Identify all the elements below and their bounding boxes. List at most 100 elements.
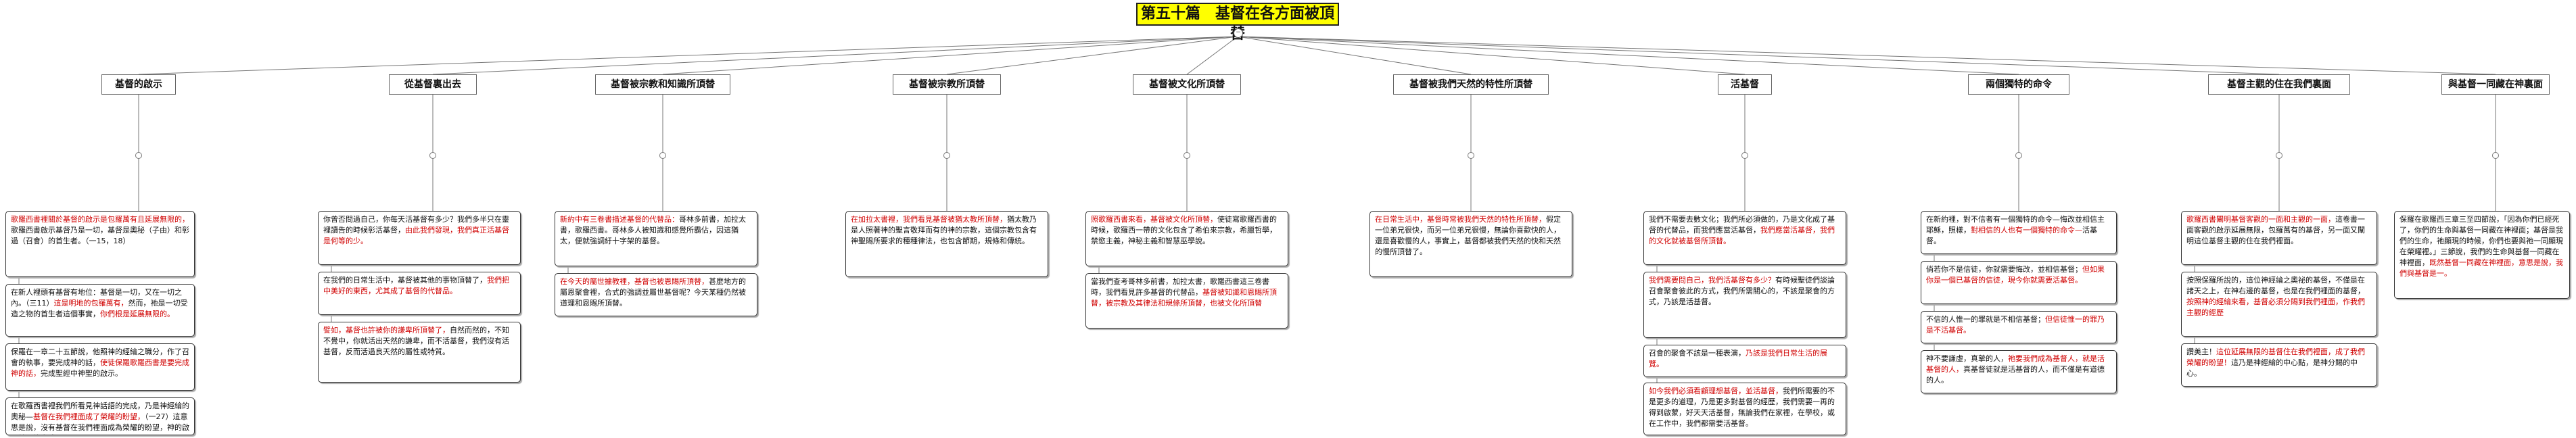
topic-live-christ[interactable]: 活基督 bbox=[1718, 74, 1772, 95]
body-text: 猶太教乃是人照著神的聖言敬拜而有的神的宗教，這個宗教包含有神聖賜所要求的種種律法… bbox=[851, 215, 1037, 245]
branch-junction-dot[interactable] bbox=[429, 152, 436, 159]
highlighted-text: 我們需要問自己，我們活基督有多少？ bbox=[1649, 276, 1775, 285]
note-card[interactable]: 在新人裡頭有基督有地位：基督是一切，又在一切之內。（三11）這是明地的包羅萬有，… bbox=[5, 284, 195, 337]
highlighted-text: 歌羅西書裡關於基督的啟示是包羅萬有且延展無限的， bbox=[11, 215, 189, 224]
topic-going-out-from-christ[interactable]: 從基督裏出去 bbox=[389, 74, 477, 95]
body-text: 然而，祂是一切受造之物的首生者這個事實， bbox=[11, 299, 188, 318]
note-card[interactable]: 神不要謙虛，真摯的人，祂要我們成為基督人，就是活基督的人，真基督徒就是活基督的人… bbox=[1921, 350, 2117, 393]
branch-junction-dot[interactable] bbox=[943, 152, 950, 159]
highlighted-text: 譬如，基督也許被你的謙卑所頂替了， bbox=[323, 326, 450, 335]
topic-replaced-by-religion[interactable]: 基督被宗教所頂替 bbox=[893, 74, 1001, 95]
note-card[interactable]: 保羅在歌羅西三章三至四節說，「因為你們已經死了，你們的生命與基督一同藏在神裡面；… bbox=[2394, 211, 2570, 299]
body-text: 自然而然的，不知不覺中，你就活出天然的謙卑，而不活基督，我們沒有活基督，反而活過… bbox=[323, 326, 509, 356]
note-card[interactable]: 歌羅西書裡關於基督的啟示是包羅萬有且延展無限的， 歌羅西書啟示基督乃是一切，基督是… bbox=[5, 211, 195, 277]
highlighted-text: 照歌羅西書來看，基督被文化所頂替， bbox=[1091, 215, 1217, 224]
body-text: 在我們的日常生活中，基督被其他的事物頂替了， bbox=[323, 276, 487, 285]
body-text: 倘若你不是信徒，你就需要悔改，並相信基督； bbox=[1926, 265, 2082, 274]
highlighted-text: 我們應當活基督，我們的文化就被基督所頂替。 bbox=[1649, 226, 1835, 245]
branch-junction-dot[interactable] bbox=[135, 152, 142, 159]
body-text: 你曾否問過自己，你每天活基督有多少？我們多半只在靈裡讀告的時候彰活基督， bbox=[323, 215, 509, 235]
highlighted-text: 在加拉太書裡，我們看見基督被猶太教所頂替， bbox=[851, 215, 1007, 224]
body-text: 假定一位弟兄很快，而另一位弟兄很慢，無論你喜歡快的人，還是喜歡慢的人，事實上，基… bbox=[1375, 215, 1561, 256]
body-text: 歌羅西書啟示基督乃是一切，基督是奧秘（子由）和彰過（召會）的首生者。（一15，1… bbox=[11, 226, 189, 245]
highlighted-text: 使徒保羅歌羅西書是要完成神的話， bbox=[11, 358, 189, 378]
highlighted-text: 我們把中美好的東西，尤其成了基督的代替品。 bbox=[323, 276, 509, 295]
branch-junction-dot[interactable] bbox=[1184, 152, 1190, 159]
note-card[interactable]: 按照保羅所說的，這位神經綸之奧祕的基督，不僅是在諸天之上，在神右邊的基督，也是在… bbox=[2181, 272, 2377, 337]
body-text: 讚美主！ bbox=[2186, 347, 2216, 356]
note-card[interactable]: 新約中有三卷書描述基督的代替品：哥林多前書，加拉太書，歌羅西書。哥林多人被知識和… bbox=[555, 211, 757, 266]
body-text: 有時候聖徒們談論召會聚會彼此的方式，我們所需關心的，不該是聚會的方式，乃該是活基… bbox=[1649, 276, 1835, 306]
note-card[interactable]: 照歌羅西書來看，基督被文化所頂替，使徒寫歌羅西書的時候，歌羅西一帶的文化包含了希… bbox=[1085, 211, 1288, 266]
highlighted-text: 如今我們必須看顧理想基督，並活基督， bbox=[1649, 387, 1783, 395]
highlighted-text: 對相信的人也有一個獨特的命令— bbox=[1971, 226, 2082, 235]
body-text: 這乃是神經綸的中心點，是神分賜的中心。 bbox=[2186, 358, 2358, 378]
note-card[interactable]: 譬如，基督也許被你的謙卑所頂替了，自然而然的，不知不覺中，你就活出天然的謙卑，而… bbox=[318, 322, 521, 383]
topic-christ-subjectively-in-us[interactable]: 基督主觀的住在我們裏面 bbox=[2208, 74, 2350, 95]
body-text: 完成聖經中神聖的啟示。 bbox=[41, 369, 122, 378]
branch-junction-dot[interactable] bbox=[1468, 152, 1474, 159]
branch-junction-dot[interactable] bbox=[2276, 152, 2282, 159]
highlighted-text: 這位延展無限的基督住在我們裡面，成了我們榮耀的盼望！ bbox=[2186, 347, 2365, 367]
note-card[interactable]: 我們需要問自己，我們活基督有多少？有時候聖徒們談論召會聚會彼此的方式，我們所需關… bbox=[1643, 272, 1846, 338]
body-text: 這卷書一面客觀的啟示延展無限，包羅萬有的基督，另一面又闡明這位基督主觀的住在我們… bbox=[2186, 215, 2365, 245]
highlighted-text: 在今天的屬世據教裡，基督也被恩賜所頂替， bbox=[560, 277, 709, 286]
highlighted-text: 基督被知識和恩賜所頂替，被宗教及其律法和規條所頂替，也被文化所頂替 bbox=[1091, 288, 1277, 308]
note-card[interactable]: 在加拉太書裡，我們看見基督被猶太教所頂替，猶太教乃是人照著神的聖言敬拜而有的神的… bbox=[845, 211, 1048, 277]
body-text: 我們所需要的不是更多的道理，乃是更多對基督的經歷，我們需要一再的得到啟蒙，好天天… bbox=[1649, 387, 1835, 428]
topic-replaced-by-religion-knowledge[interactable]: 基督被宗教和知識所頂替 bbox=[595, 74, 730, 95]
note-card[interactable]: 讚美主！這位延展無限的基督住在我們裡面，成了我們榮耀的盼望！這乃是神經綸的中心點… bbox=[2181, 343, 2377, 387]
body-text: 使徒寫歌羅西書的時候，歌羅西一帶的文化包含了希伯來宗教，希臘哲學，禁慾主義，神秘… bbox=[1091, 215, 1277, 245]
body-text: 活基督。 bbox=[1926, 226, 2097, 245]
branch-junction-dot[interactable] bbox=[659, 152, 666, 159]
branch-junction-dot[interactable] bbox=[1741, 152, 1748, 159]
body-text: 神不要謙虛，真摯的人， bbox=[1926, 354, 2008, 363]
body-text: 不信的人惟一的罪就是不相信基督； bbox=[1926, 315, 2045, 324]
highlighted-text: 新約中有三卷書描述基督的代替品： bbox=[560, 215, 679, 224]
body-text: 保羅在一章二十五節說，他照神的經綸之職分，作了召會的執事，要完成神的話， bbox=[11, 347, 189, 367]
note-card[interactable]: 在今天的屬世據教裡，基督也被恩賜所頂替，甚麼地方的屬恩聚會裡，合式的強調並屬世基… bbox=[555, 273, 757, 316]
body-text: 保羅在歌羅西三章三至四節說，「因為你們已經死了，你們的生命與基督一同藏在神裡面；… bbox=[2399, 215, 2563, 267]
body-text: 哥林多前書，加拉太書，歌羅西書。哥林多人被知識和感覺所霸佔，因這猶太，便就強調紆… bbox=[560, 215, 746, 245]
note-card[interactable]: 當我們查考哥林多前書，加拉太書，歌羅西書這三卷書時，我們看見許多基督的代替品，基… bbox=[1085, 273, 1288, 328]
note-card[interactable]: 在日常生活中，基督時常被我們天然的特性所頂替，假定一位弟兄很快，而另一位弟兄很慢… bbox=[1369, 211, 1572, 277]
branch-junction-dot[interactable] bbox=[2015, 152, 2022, 159]
note-card[interactable]: 不信的人惟一的罪就是不相信基督；但信徒惟一的罪乃是不活基督。 bbox=[1921, 311, 2117, 343]
note-card[interactable]: 我們不需要去數文化；我們所必須做的，乃是文化成了基督的代替品，而我們應當活基督，… bbox=[1643, 211, 1846, 265]
note-card[interactable]: 在新約裡，對不信者有一個獨特的命令—悔改並相信主耶穌，照樣，對相信的人也有一個獨… bbox=[1921, 211, 2117, 254]
note-card[interactable]: 在我們的日常生活中，基督被其他的事物頂替了，我們把中美好的東西，尤其成了基督的代… bbox=[318, 272, 521, 315]
body-text: 在新人裡頭有基督有地位：基督是一切，又在一切之內。（三11） bbox=[11, 288, 182, 308]
note-card[interactable]: 歌羅西書闡明基督客觀的一面和主觀的一面，這卷書一面客觀的啟示延展無限，包羅萬有的… bbox=[2181, 211, 2377, 265]
highlighted-text: 但信徒惟一的罪乃是不活基督。 bbox=[1926, 315, 2105, 335]
note-card[interactable]: 召會的聚會不該是一種表演，乃該是我們日常生活的展覽。 bbox=[1643, 345, 1846, 377]
topic-two-unique-commands[interactable]: 兩個獨特的命令 bbox=[1968, 74, 2069, 95]
topic-revelation-of-christ[interactable]: 基督的啟示 bbox=[101, 74, 176, 95]
highlighted-text: 按照神的經綸來看，基督必須分賜到我們裡面，作我們主觀的經歷 bbox=[2186, 297, 2365, 317]
branch-junction-dot[interactable] bbox=[2492, 152, 2499, 159]
body-text: 按照保羅所說的，這位神經綸之奧祕的基督，不僅是在諸天之上，在神右邊的基督，也是在… bbox=[2186, 276, 2365, 295]
highlighted-text: 在日常生活中，基督時常被我們天然的特性所頂替， bbox=[1375, 215, 1546, 224]
body-text: 當我們查考哥林多前書，加拉太書，歌羅西書這三卷書時，我們看見許多基督的代替品， bbox=[1091, 277, 1269, 297]
body-text: 我們不需要去數文化；我們所必須做的，乃是文化成了基督的代替品，而我們應當活基督， bbox=[1649, 215, 1835, 235]
topic-replaced-by-culture[interactable]: 基督被文化所頂替 bbox=[1133, 74, 1241, 95]
highlighted-text: 祂要我們成為基督人，就是活基督的人， bbox=[1926, 354, 2105, 374]
note-card[interactable]: 你曾否問過自己，你每天活基督有多少？我們多半只在靈裡讀告的時候彰活基督，由此我們… bbox=[318, 211, 521, 265]
highlighted-text: 既然基督一同藏在神裡面，意思是說，我們與基督是一。 bbox=[2399, 258, 2563, 278]
body-text: 甚麼地方的屬恩聚會裡，合式的強調並屬世基督呢？今天某種仍然被道理和恩賜所頂替。 bbox=[560, 277, 746, 308]
note-card[interactable]: 倘若你不是信徒，你就需要悔改，並相信基督；但如果你是一個已基督的信徒，現今你就需… bbox=[1921, 261, 2117, 304]
topic-hidden-with-christ-in-god[interactable]: 與基督一同藏在神裏面 bbox=[2441, 74, 2550, 95]
body-text: （一27）這意思是說，沒有基督在我們裡面成為榮耀的盼望，神的啟示就不能完成。 bbox=[11, 412, 189, 435]
page-title: 第五十篇 基督在各方面被頂替 bbox=[1136, 3, 1339, 43]
note-card[interactable]: 保羅在一章二十五節說，他照神的經綸之職分，作了召會的執事，要完成神的話，使徒保羅… bbox=[5, 343, 195, 391]
highlighted-text: 歌羅西書闡明基督客觀的一面和主觀的一面， bbox=[2186, 215, 2335, 224]
highlighted-text: 你們根是延展無限的。 bbox=[100, 310, 174, 318]
topic-replaced-by-natural-traits[interactable]: 基督被我們天然的特性所頂替 bbox=[1393, 74, 1549, 95]
highlighted-text: 但如果你是一個已基督的信徒，現今你就需要活基督。 bbox=[1926, 265, 2105, 285]
root-collapse-toggle[interactable]: − bbox=[1234, 28, 1243, 38]
body-text: 在歌羅西書裡我們所看見神話語的完成，乃是神經綸的奧秘— bbox=[11, 402, 189, 421]
note-card[interactable]: 如今我們必須看顧理想基督，並活基督，我們所需要的不是更多的道理，乃是更多對基督的… bbox=[1643, 383, 1846, 435]
note-card[interactable]: 在歌羅西書裡我們所看見神話語的完成，乃是神經綸的奧秘—基督在我們裡面成了榮耀的盼… bbox=[5, 397, 195, 435]
body-text: 在新約裡，對不信者有一個獨特的命令—悔改並相信主耶穌，照樣， bbox=[1926, 215, 2105, 235]
highlighted-text: 基督在我們裡面成了榮耀的盼望， bbox=[33, 412, 145, 421]
